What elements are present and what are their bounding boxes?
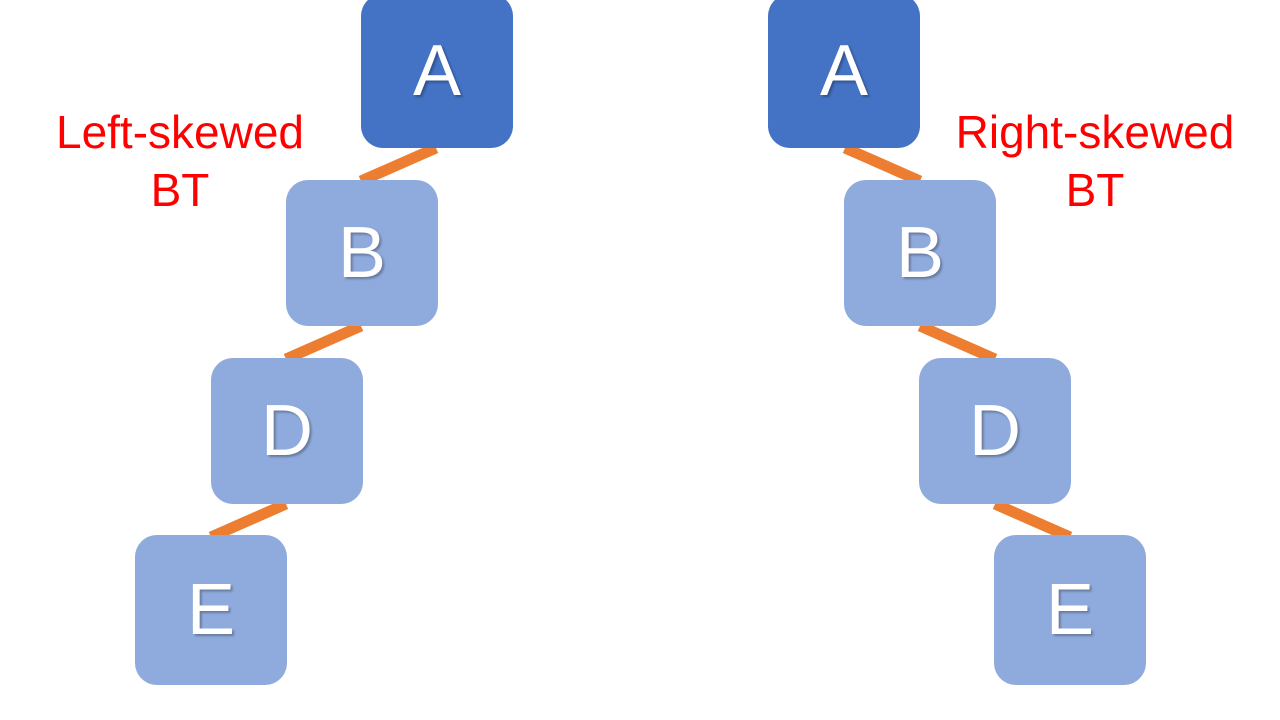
tree-edge-left-skewed-bt-A-B [358, 142, 439, 187]
tree-edge-left-skewed-bt-D-E [208, 498, 289, 543]
tree-node-label: A [819, 31, 869, 111]
tree-node-label: D [261, 391, 313, 471]
tree-node-right-skewed-bt-B[interactable]: B [844, 180, 996, 326]
tree-node-left-skewed-bt-E[interactable]: E [135, 535, 287, 685]
tree-node-label: D [969, 391, 1021, 471]
tree-edge-right-skewed-bt-D-E [992, 498, 1073, 543]
left-tree-caption: Left-skewed BT [55, 106, 304, 217]
tree-edge-left-skewed-bt-B-D [283, 320, 364, 365]
tree-edge-right-skewed-bt-B-D [917, 320, 998, 365]
tree-edge-right-skewed-bt-A-B [842, 142, 923, 187]
tree-node-label: E [1045, 570, 1095, 650]
tree-node-label: E [186, 570, 236, 650]
tree-node-right-skewed-bt-D[interactable]: D [919, 358, 1071, 504]
right-tree-caption: Right-skewed BT [955, 106, 1235, 217]
tree-node-right-skewed-bt-A[interactable]: A [768, 0, 920, 148]
tree-node-label: B [337, 213, 387, 293]
tree-node-left-skewed-bt-B[interactable]: B [286, 180, 438, 326]
tree-node-right-skewed-bt-E[interactable]: E [994, 535, 1146, 685]
tree-node-label: B [895, 213, 945, 293]
tree-node-left-skewed-bt-A[interactable]: A [361, 0, 513, 148]
tree-node-label: A [412, 31, 462, 111]
tree-node-left-skewed-bt-D[interactable]: D [211, 358, 363, 504]
